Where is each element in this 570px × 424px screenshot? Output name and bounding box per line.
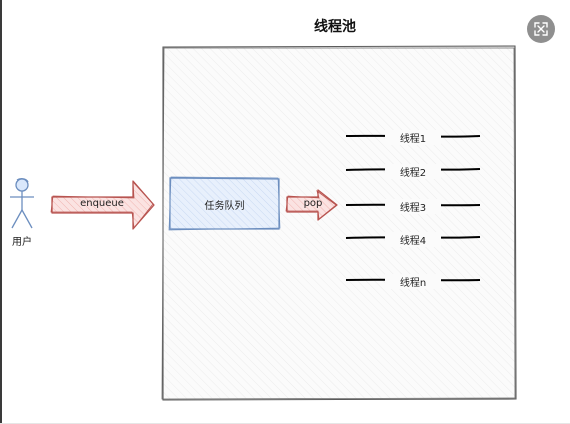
thread-label-2: 线程2 [385, 164, 441, 179]
thread-label-1: 线程1 [385, 130, 441, 145]
enqueue-arrow-label: enqueue [80, 198, 124, 209]
user-actor-icon[interactable] [10, 178, 34, 229]
thread-label-3: 线程3 [385, 199, 441, 214]
enqueue-arrow[interactable] [50, 180, 155, 230]
task-queue-box[interactable] [168, 176, 281, 231]
canvas-left-border [0, 0, 2, 424]
thread-label-4: 线程4 [385, 232, 441, 247]
user-actor-label: 用户 [12, 237, 32, 248]
pop-arrow-label: pop [303, 198, 323, 209]
task-queue-label: 任务队列 [204, 201, 245, 212]
pop-arrow[interactable] [285, 189, 338, 221]
diagram-title: 线程池 [314, 19, 356, 35]
thread-label-n: 线程n [385, 274, 441, 289]
fullscreen-button[interactable] [527, 15, 555, 43]
fullscreen-icon [534, 22, 548, 36]
